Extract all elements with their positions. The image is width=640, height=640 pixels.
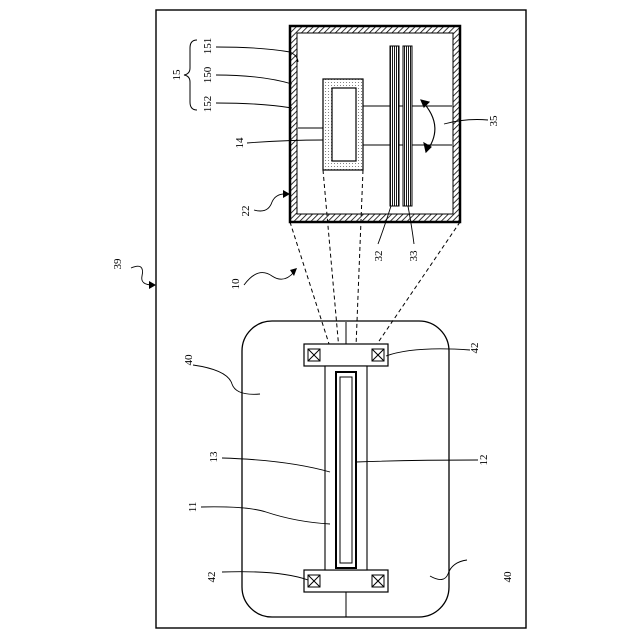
component-14 <box>323 79 363 170</box>
brace-15 <box>184 40 197 110</box>
bolt-icon <box>372 349 384 361</box>
label-12: 12 <box>478 455 490 466</box>
bolt-icon <box>372 575 384 587</box>
label-39: 39 <box>112 258 124 270</box>
bolt-icon <box>308 349 320 361</box>
label-40: 40 <box>502 571 514 583</box>
label-33: 33 <box>408 250 420 262</box>
label-11: 11 <box>187 502 199 513</box>
label-35: 35 <box>488 115 500 127</box>
label-14: 14 <box>234 137 246 149</box>
label-42: 42 <box>469 343 481 354</box>
label-32: 32 <box>373 251 385 262</box>
label-42: 42 <box>206 572 218 583</box>
label-40: 40 <box>183 354 195 366</box>
label-151: 151 <box>202 38 214 55</box>
label-152: 152 <box>202 96 214 113</box>
label-15: 15 <box>171 69 183 81</box>
label-22: 22 <box>240 206 252 217</box>
label-10: 10 <box>230 278 242 290</box>
member-12 <box>336 372 356 568</box>
label-150: 150 <box>202 66 214 83</box>
bolt-icon <box>308 575 320 587</box>
label-13: 13 <box>208 451 220 463</box>
